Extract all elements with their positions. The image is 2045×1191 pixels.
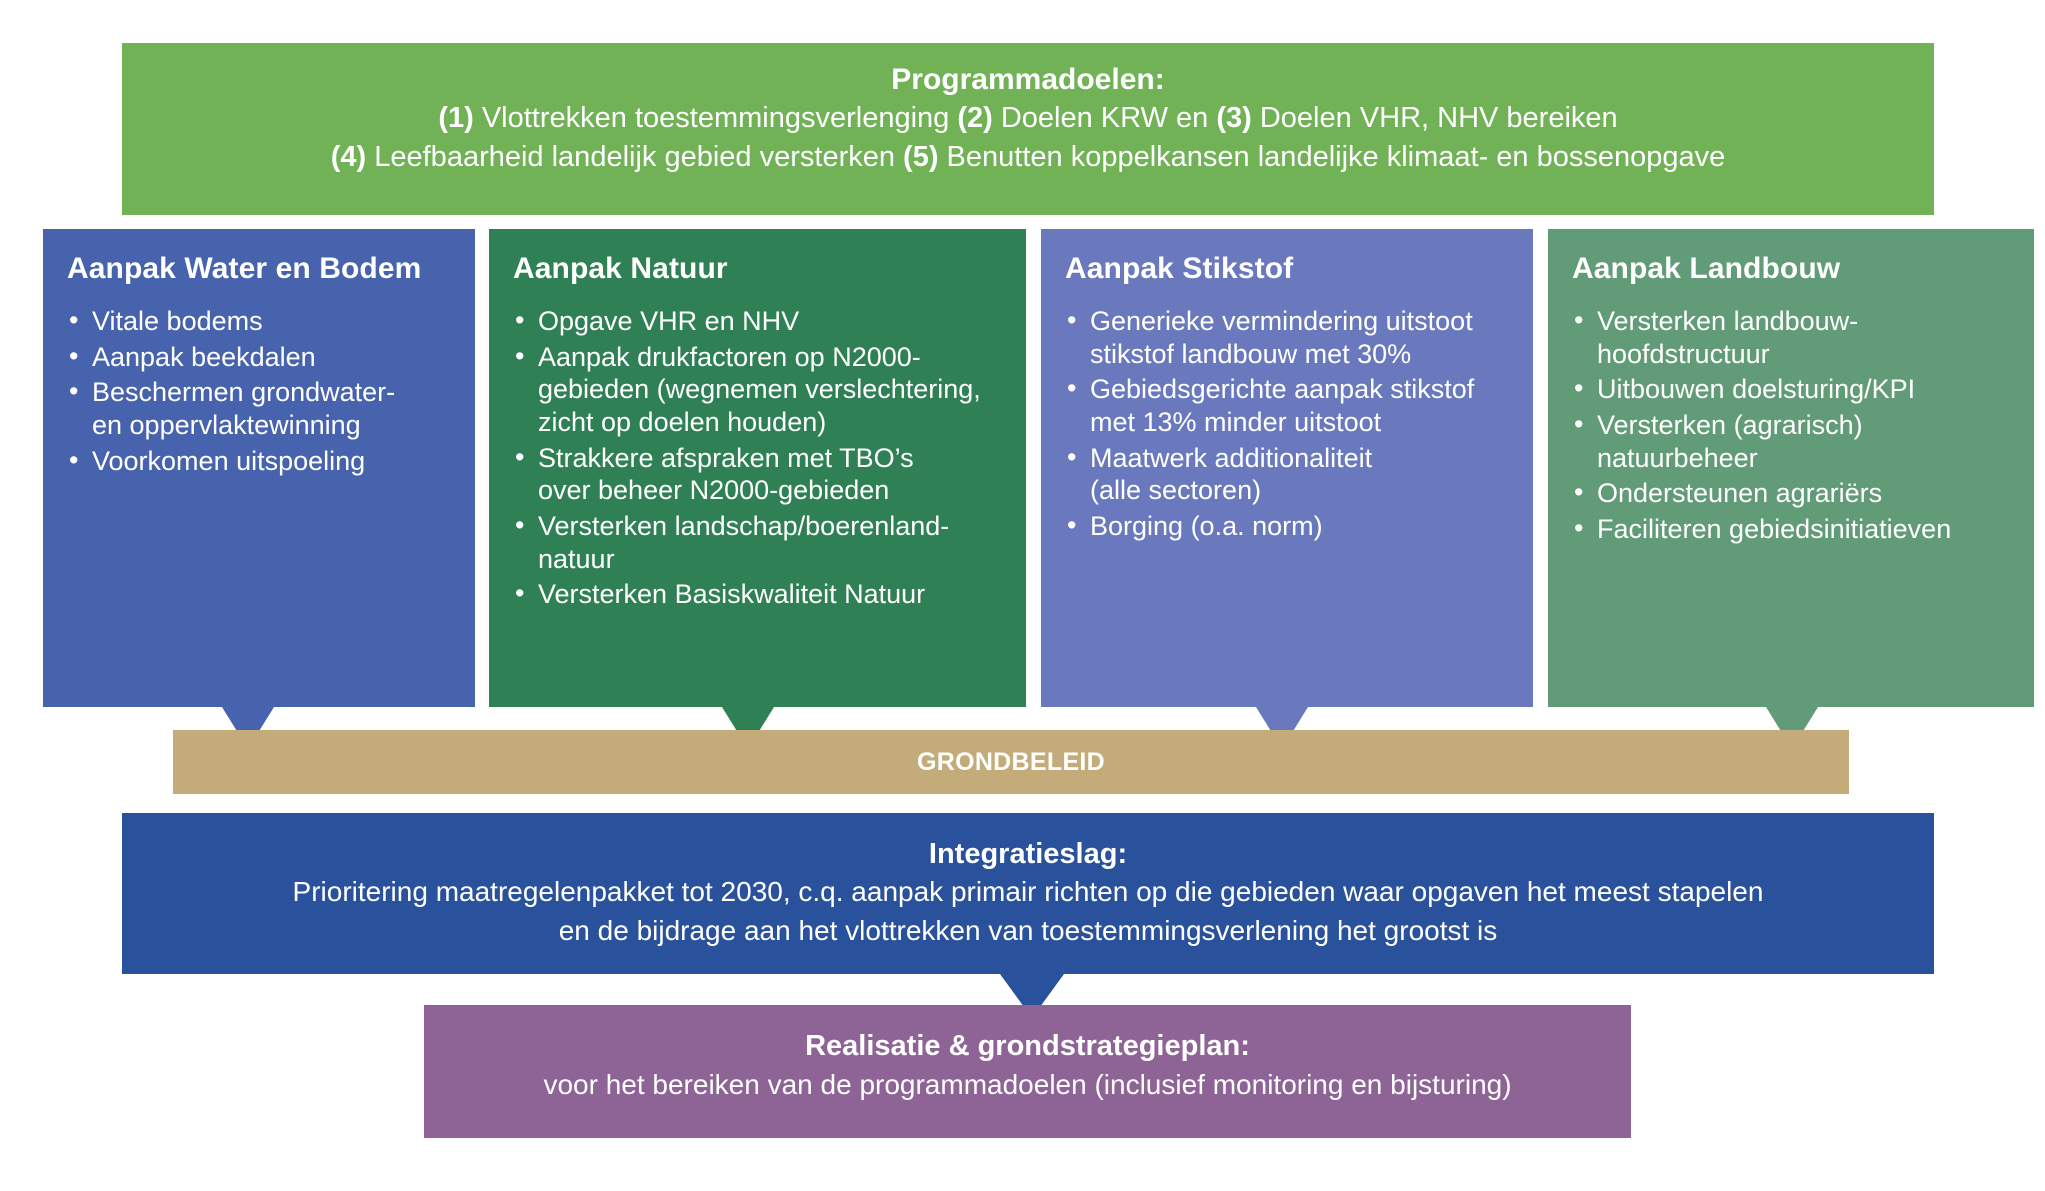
integratieslag-title: Integratieslag: — [928, 838, 1128, 870]
bullet-line: Strakkere afspraken met TBO’s — [538, 442, 914, 473]
bullet-line: Aanpak drukfactoren op N2000- — [538, 341, 921, 372]
pillar-title: Aanpak Stikstof — [1065, 252, 1294, 285]
pillar-bullet-item: Versterken landschap/boerenland-natuur — [511, 509, 1006, 575]
pillar-bullet-item: Ondersteunen agrariërs — [1570, 476, 2014, 510]
realisatie-line-1: voor het bereiken van de programmadoelen… — [543, 1068, 1512, 1100]
grondbeleid-band: GRONDBELEID — [173, 730, 1849, 794]
goal-number: (1) — [438, 102, 474, 135]
realisatie-title: Realisatie & grondstrategieplan: — [805, 1030, 1250, 1062]
pillar-stikstof: Aanpak Stikstof Generieke vermindering u… — [1041, 229, 1533, 707]
pillar-bullet-item: Versterken Basiskwaliteit Natuur — [511, 577, 1006, 611]
goal-text: Doelen VHR, NHV bereiken — [1251, 102, 1618, 135]
pillar-landbouw: Aanpak Landbouw Versterken landbouw-hoof… — [1548, 229, 2034, 707]
bullet-line: Versterken (agrarisch) — [1597, 409, 1863, 440]
bullet-continuation-line: en oppervlaktewinning — [92, 409, 361, 440]
bullet-line: Opgave VHR en NHV — [538, 306, 800, 336]
goal-number: (4) — [330, 140, 367, 173]
bullet-continuation-line: natuurbeheer — [1597, 442, 1758, 473]
pillar-water-en-bodem: Aanpak Water en Bodem Vitale bodemsAanpa… — [43, 229, 475, 707]
goal-text: Vlottrekken toestemmingsverlenging — [473, 102, 958, 135]
bullet-continuation-line: (alle sectoren) — [1090, 475, 1262, 506]
goal-number: (3) — [1216, 102, 1252, 135]
pillar-bullet-item: Generieke vermindering uitstootstikstof … — [1063, 304, 1513, 370]
bullet-line: Maatwerk additionaliteit — [1090, 442, 1373, 473]
pillar-bullet-item: Uitbouwen doelsturing/KPI — [1570, 372, 2014, 406]
pillar-title: Aanpak Natuur — [513, 252, 728, 285]
pillar-bullet-list: Versterken landbouw-hoofdstructuurUitbou… — [1570, 304, 2014, 546]
bullet-line: Gebiedsgerichte aanpak stikstof — [1090, 374, 1475, 405]
bullet-line: Borging (o.a. norm) — [1090, 510, 1323, 541]
pillar-title: Aanpak Water en Bodem — [67, 252, 422, 285]
goal-text: Benutten koppelkansen landelijke klimaat… — [938, 140, 1726, 173]
pillar-bullet-item: Aanpak beekdalen — [65, 340, 455, 374]
goal-number: (5) — [903, 140, 939, 173]
pillar-bullet-item: Versterken (agrarisch)natuurbeheer — [1570, 408, 2014, 474]
pillar-bullet-item: Maatwerk additionaliteit(alle sectoren) — [1063, 441, 1513, 507]
bullet-continuation-line: stikstof landbouw met 30% — [1090, 338, 1412, 369]
realisatie-block: Realisatie & grondstrategieplan: voor he… — [424, 1005, 1631, 1138]
pillar-bullet-item: Aanpak drukfactoren op N2000-gebieden (w… — [511, 340, 1006, 439]
grondbeleid-label: GRONDBELEID — [916, 747, 1106, 776]
pillar-bullet-item: Versterken landbouw-hoofdstructuur — [1570, 304, 2014, 370]
pillar-bullet-item: Faciliteren gebiedsinitiatieven — [1570, 512, 2014, 546]
bullet-continuation-line: gebieden (wegnemen verslechtering, — [538, 374, 981, 405]
pillar-bullet-list: Generieke vermindering uitstootstikstof … — [1063, 304, 1513, 543]
integratieslag-line-1: Prioritering maatregelenpakket tot 2030,… — [292, 876, 1764, 908]
pillar-natuur: Aanpak Natuur Opgave VHR en NHV Aanpak dr… — [489, 229, 1026, 707]
bullet-line: Faciliteren gebiedsinitiatieven — [1597, 513, 1952, 544]
pillar-bullet-list: Opgave VHR en NHV Aanpak drukfactoren op … — [511, 304, 1006, 611]
bullet-line: Aanpak beekdalen — [92, 341, 316, 372]
bullet-line: Generieke vermindering uitstoot — [1090, 306, 1473, 336]
bullet-continuation-line: hoofdstructuur — [1597, 338, 1770, 369]
bullet-line: Uitbouwen doelsturing/KPI — [1597, 374, 1916, 405]
bullet-line: Versterken landschap/boerenland- — [538, 510, 950, 541]
bullet-line: Versterken Basiskwaliteit Natuur — [538, 579, 926, 610]
goal-text: Doelen KRW en — [992, 102, 1217, 135]
bullet-line: Ondersteunen agrariërs — [1597, 478, 1883, 509]
bullet-continuation-line: zicht op doelen houden) — [538, 406, 827, 437]
pillar-bullet-item: Voorkomen uitspoeling — [65, 444, 455, 478]
programmadoelen-banner: Programmadoelen: (1) Vlottrekken toestem… — [122, 43, 1934, 215]
integratieslag-block: Integratieslag: Prioritering maatregelen… — [122, 813, 1934, 974]
bullet-line: Vitale bodems — [92, 306, 263, 336]
bullet-continuation-line: natuur — [538, 543, 615, 574]
pillar-bullet-item: Borging (o.a. norm) — [1063, 509, 1513, 543]
goal-number: (2) — [957, 102, 993, 135]
programmadoelen-line-2: (4) Leefbaarheid landelijk gebied verste… — [152, 138, 1904, 176]
bullet-line: Versterken landbouw- — [1597, 306, 1859, 336]
goal-text: Leefbaarheid landelijk gebied versterken — [366, 140, 904, 173]
programmadoelen-title: Programmadoelen: — [891, 63, 1165, 96]
pillar-bullet-item: Beschermen grondwater-en oppervlaktewinn… — [65, 375, 455, 441]
bullet-continuation-line: met 13% minder uitstoot — [1090, 406, 1382, 437]
bullet-line: Beschermen grondwater- — [92, 377, 396, 408]
pillar-title: Aanpak Landbouw — [1572, 252, 1841, 285]
pillar-bullet-list: Vitale bodemsAanpak beekdalenBeschermen … — [65, 304, 455, 478]
pillar-bullet-item: Vitale bodems — [65, 304, 455, 338]
programmadoelen-line-1: (1) Vlottrekken toestemmingsverlenging (… — [152, 99, 1904, 137]
bullet-continuation-line: over beheer N2000-gebieden — [538, 475, 890, 506]
bullet-line: Voorkomen uitspoeling — [92, 445, 366, 476]
pillar-bullet-item: Opgave VHR en NHV — [511, 304, 1006, 338]
integratieslag-line-2: en de bijdrage aan het vlottrekken van t… — [558, 914, 1498, 946]
